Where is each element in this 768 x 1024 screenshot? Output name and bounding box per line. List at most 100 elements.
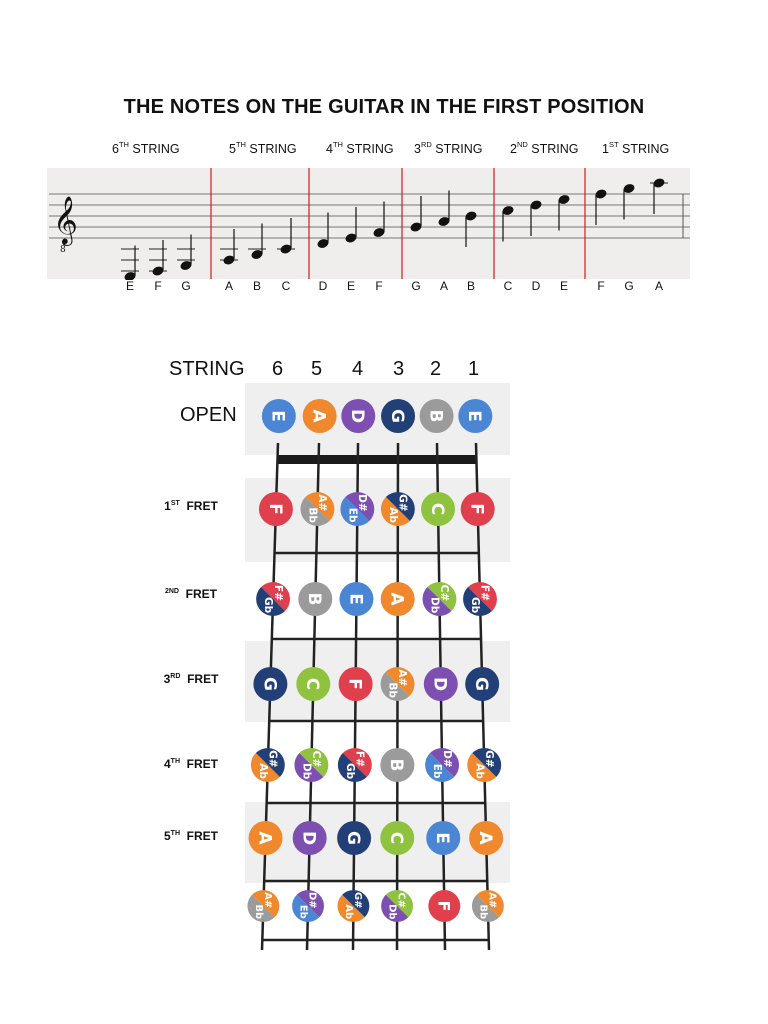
fret-label-number: 3: [163, 672, 171, 686]
sharp-label: G#: [267, 750, 279, 768]
note-label: E: [464, 410, 484, 422]
sharp-label: A#: [262, 892, 273, 908]
fret-label-word: FRET: [180, 672, 219, 686]
note-dot: E: [261, 399, 296, 433]
note-label: A: [254, 831, 274, 845]
flat-half: [294, 752, 324, 782]
staff-note-letter: D: [531, 279, 541, 293]
note-dot: F: [338, 667, 373, 701]
flat-label: Ab: [387, 507, 399, 523]
note-head: [623, 184, 635, 193]
note-label: F: [435, 901, 454, 912]
note-head: [345, 233, 357, 243]
flat-half: [471, 894, 500, 922]
note-label: A: [475, 831, 495, 845]
note-dot: A: [248, 821, 283, 855]
staff-note-letter: E: [559, 279, 568, 293]
sharp-label: F#: [272, 585, 284, 601]
note-dot: C: [296, 667, 331, 701]
sharp-label: A#: [396, 669, 408, 686]
note-circle: [469, 821, 504, 855]
sharp-half: [305, 492, 335, 522]
note-circle: [337, 821, 372, 855]
string-number-5: 5: [311, 358, 323, 380]
flat-half: [380, 671, 410, 701]
note-circle: [339, 582, 374, 616]
note-circle: [380, 748, 415, 782]
note-dot: A#Bb: [247, 890, 280, 922]
fret-label-word: FRET: [179, 587, 217, 601]
flat-half: [380, 496, 410, 526]
svg-text:8: 8: [60, 245, 66, 255]
staff-note-letter: E: [125, 279, 134, 293]
staff-note-letter: F: [154, 279, 162, 293]
staff-note-5: [248, 223, 266, 259]
note-circle: [302, 399, 337, 433]
staff-note-12: [465, 211, 477, 247]
note-dot: C: [380, 821, 415, 855]
note-circle: [460, 492, 495, 526]
note-dot: F: [460, 492, 495, 526]
note-circle: [341, 399, 376, 433]
sharp-half: [345, 492, 375, 522]
note-dot: G: [337, 821, 372, 855]
note-dot: F: [428, 890, 461, 922]
note-circle: [423, 667, 458, 701]
flat-label: Eb: [346, 508, 358, 523]
sharp-half: [261, 582, 291, 612]
staff-note-14: [530, 200, 542, 236]
note-head: [280, 244, 292, 254]
note-head: [317, 239, 329, 248]
staff-header-word: STRING: [245, 142, 297, 156]
staff-header-number: 3: [414, 142, 421, 156]
note-label: C: [427, 503, 447, 515]
staff-background: [47, 168, 690, 279]
note-label: G: [387, 409, 407, 423]
note-circle: [296, 667, 331, 701]
flat-label: Eb: [298, 905, 309, 919]
note-dot: G#Ab: [250, 748, 285, 782]
fret-label-number: 4: [163, 757, 171, 771]
note-dot: F#Gb: [256, 582, 291, 616]
flat-half: [337, 894, 365, 922]
note-dot: G: [381, 399, 416, 433]
flat-label: Gb: [469, 597, 481, 614]
note-label: F: [467, 503, 487, 515]
staff-note-16: [595, 189, 607, 225]
note-circle: [458, 399, 493, 433]
treble-clef-icon: 𝄞 8: [53, 195, 78, 255]
note-head: [373, 228, 385, 237]
staff-note-letter: E: [346, 279, 355, 293]
note-label: E: [345, 593, 365, 605]
note-dot: A: [380, 582, 415, 616]
staff-header-number: 1: [602, 142, 609, 156]
sharp-half: [476, 890, 504, 918]
flat-half: [292, 894, 320, 922]
note-dot: B: [298, 582, 333, 616]
staff-note-3: [177, 234, 195, 270]
staff-header-suffix: TH: [235, 140, 246, 149]
note-dot: D#Eb: [340, 492, 375, 526]
note-circle: [298, 582, 333, 616]
note-head: [595, 189, 607, 199]
staff-header-suffix: ND: [516, 140, 528, 149]
open-label: OPEN: [180, 404, 237, 426]
staff-header-4: 4TH STRING: [326, 140, 394, 156]
staff-header-2: 2ND STRING: [510, 140, 579, 156]
note-dot: A#Bb: [380, 667, 415, 701]
note-circle: [381, 399, 416, 433]
sharp-half: [296, 890, 324, 918]
flat-label: Gb: [262, 597, 274, 614]
sharp-half: [255, 748, 285, 778]
note-label: D: [430, 677, 450, 691]
note-dot: D: [292, 821, 327, 855]
note-circle: [261, 399, 296, 433]
flat-half: [425, 752, 455, 782]
note-head: [530, 200, 542, 210]
string-number-3: 3: [393, 358, 405, 380]
string-number-4: 4: [352, 358, 364, 380]
note-dot: C#Db: [294, 748, 329, 782]
flat-label: Ab: [473, 763, 485, 779]
staff-note-17: [623, 184, 635, 220]
staff-header-suffix: ST: [608, 140, 619, 149]
